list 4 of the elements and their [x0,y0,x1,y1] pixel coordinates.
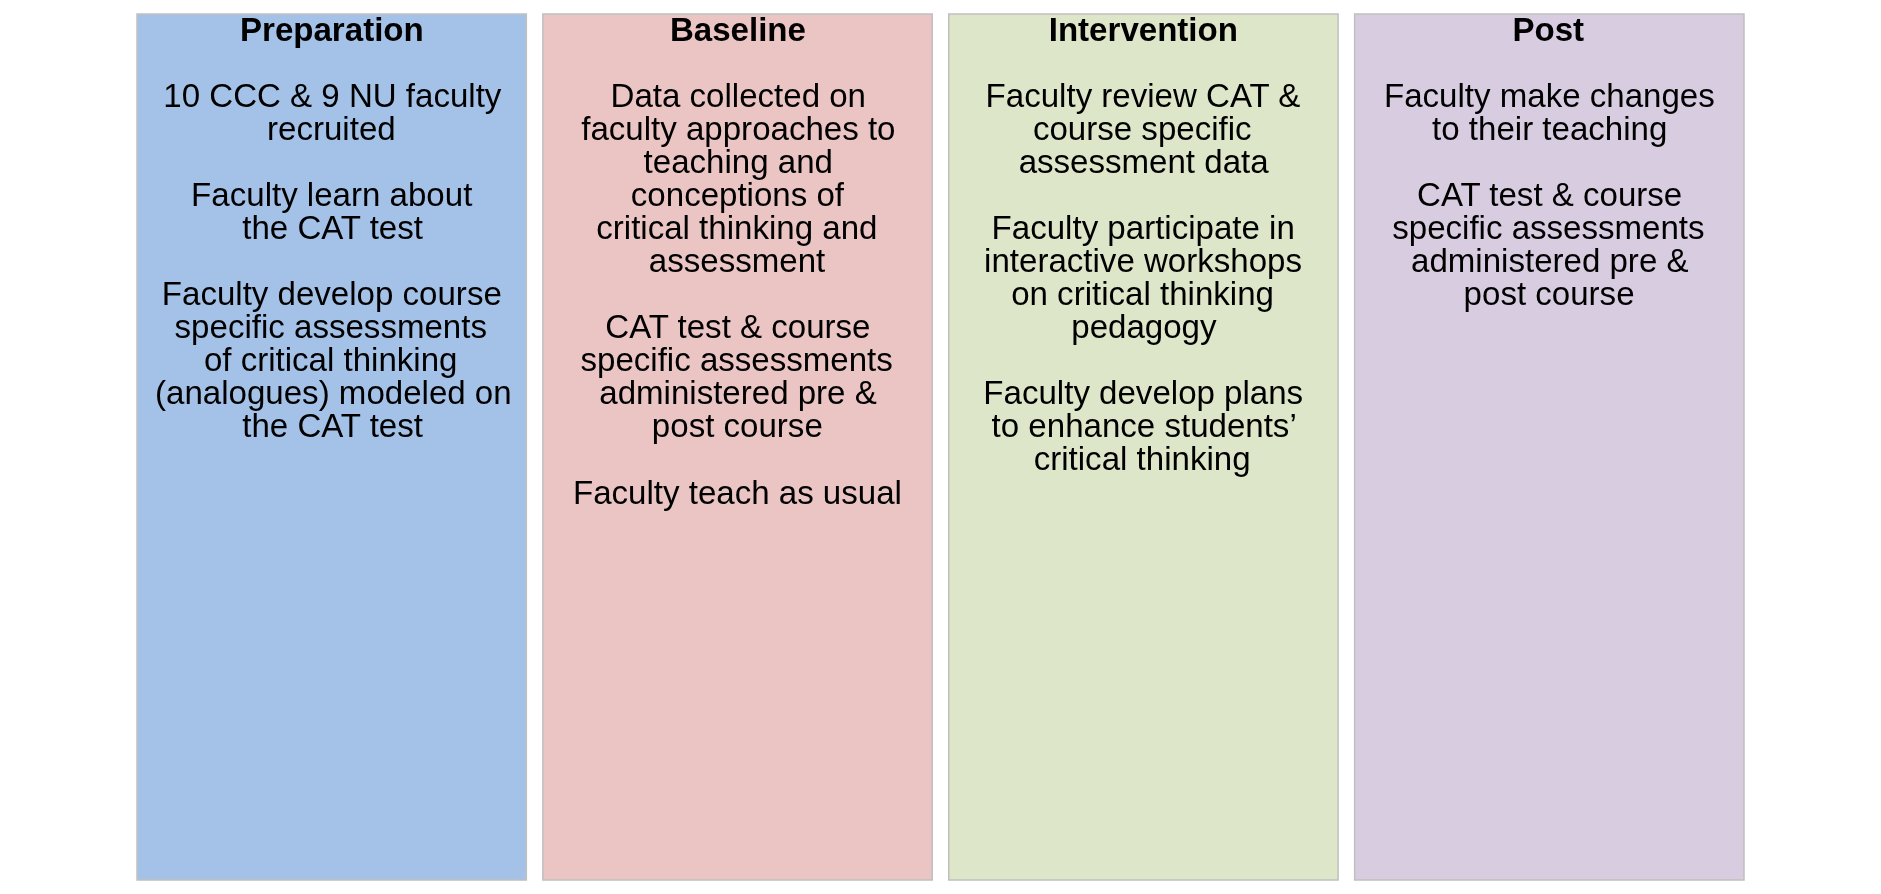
node-box: Intervention Faculty review CAT & course specific assessment data Faculty participate in interactive workshops on critical thinking pedagogy Faculty develop plans to enhance students’ critical thinking [948,13,1339,881]
node-box: Preparation 10 CCC & 9 NU faculty recruited Faculty learn about the CAT test Faculty develop course specific assessments of critical thinking (analogues) modeled on the CAT test [136,13,528,881]
node-box: Baseline Data collected on faculty approaches to teaching and conceptions of critical thinking and assessment CAT test & course specific assessments administered pre & post course Faculty teach as usual [542,13,933,881]
node-box: Post Faculty make changes to their teaching CAT test & course specific assessments administered pre & post course [1353,13,1745,881]
